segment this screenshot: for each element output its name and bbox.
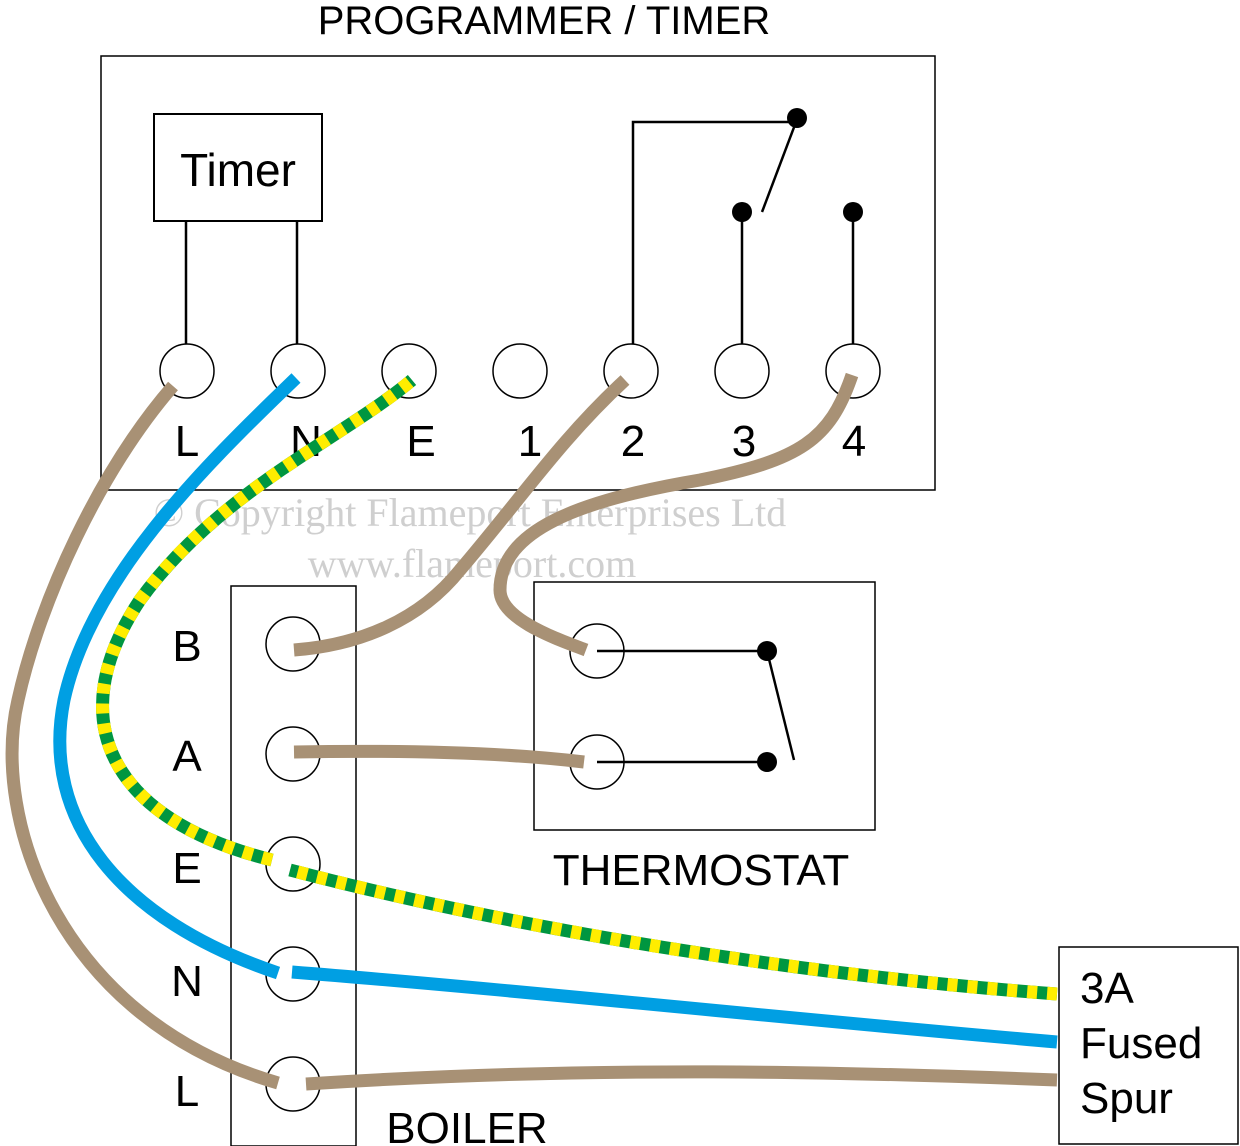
switched-live-programmer4-to-thermostat [493, 372, 859, 657]
programmer-label-2: 2 [621, 417, 645, 466]
thermostat-to-boiler-a-wire [293, 744, 585, 769]
fused-spur-line-2: Fused [1080, 1019, 1202, 1068]
fused-spur-line-1: 3A [1080, 964, 1134, 1013]
thermostat-box [533, 581, 876, 831]
programmer-terminal-4 [825, 343, 881, 399]
neutral-wire-spur-to-boiler [291, 965, 1058, 1049]
programmer-terminals [159, 343, 881, 399]
thermostat-switch [597, 641, 796, 772]
earth-wire-spur-to-boiler [288, 863, 1058, 1001]
fused-spur-box [1058, 946, 1239, 1145]
programmer-label-e: E [406, 417, 435, 466]
thermostat-title: THERMOSTAT [553, 846, 850, 895]
earth-wire-boiler-to-programmer [96, 375, 417, 867]
programmer-label-l: L [175, 417, 199, 466]
switched-live-programmer2-to-boiler-b [293, 375, 630, 657]
boiler-terminal-e [265, 836, 321, 892]
programmer-terminal-1 [492, 343, 548, 399]
boiler-label-l: L [175, 1067, 199, 1116]
programmer-terminal-l [159, 343, 215, 399]
boiler-terminal-labels: B A E N L [171, 622, 203, 1116]
boiler-box [230, 585, 357, 1146]
programmer-switch [631, 108, 863, 371]
boiler-title: BOILER [386, 1104, 547, 1146]
copyright-watermark: © Copyright Flameport Enterprises Ltd [154, 490, 787, 535]
wires [5, 372, 1058, 1091]
timer-label: Timer [180, 144, 296, 196]
programmer-title: PROGRAMMER / TIMER [318, 0, 771, 43]
boiler-terminals [265, 616, 321, 1112]
boiler-label-n: N [171, 957, 203, 1006]
fused-spur-line-3: Spur [1080, 1074, 1173, 1123]
programmer-label-3: 3 [732, 417, 756, 466]
timer-box [153, 113, 323, 222]
programmer-terminal-e [381, 343, 437, 399]
programmer-label-1: 1 [518, 417, 542, 466]
boiler-label-b: B [172, 622, 201, 671]
boiler-label-e: E [172, 844, 201, 893]
programmer-terminal-3 [714, 343, 770, 399]
neutral-wire-boiler-to-programmer [53, 373, 301, 980]
live-wire-boiler-to-programmer [5, 381, 280, 1090]
programmer-label-4: 4 [842, 417, 866, 466]
live-wire-spur-to-boiler [305, 1065, 1058, 1091]
boiler-label-a: A [172, 732, 202, 781]
